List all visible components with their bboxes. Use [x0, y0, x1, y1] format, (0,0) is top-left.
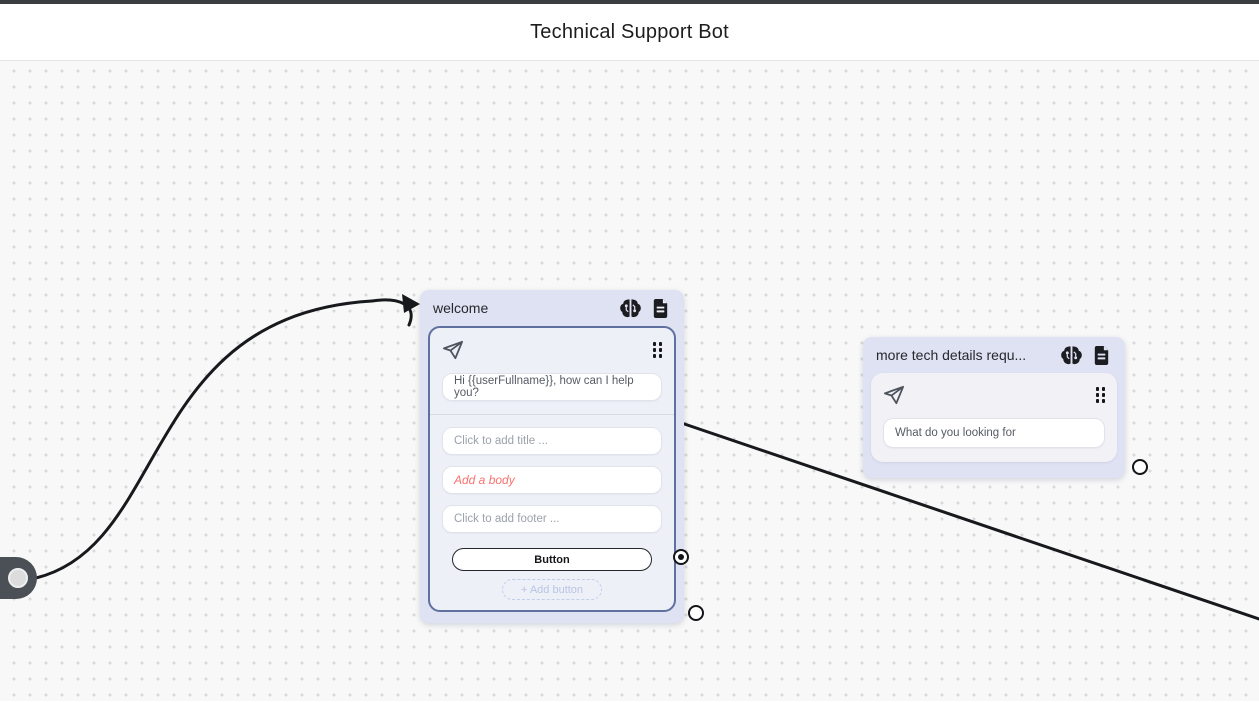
node-more-tech-header[interactable]: more tech details requ... — [863, 337, 1125, 373]
node-more-tech-details[interactable]: more tech details requ... — [863, 337, 1125, 478]
handle-connected-dot — [678, 554, 684, 560]
edges-layer — [34, 294, 1259, 621]
message-card[interactable]: Hi {{userFullname}}, how can I help you?… — [428, 326, 676, 612]
start-port-circle[interactable] — [8, 568, 28, 588]
send-icon — [884, 385, 904, 405]
node-welcome[interactable]: welcome — [420, 290, 684, 623]
body-field[interactable]: Add a body — [442, 466, 662, 494]
flow-canvas[interactable]: welcome — [0, 61, 1259, 701]
drag-handle-icon[interactable] — [652, 342, 662, 358]
edge-arrowhead — [402, 294, 420, 313]
drag-handle-icon[interactable] — [1095, 387, 1105, 403]
message-text-field[interactable]: What do you looking for — [883, 418, 1105, 448]
card-divider — [430, 414, 674, 415]
edge-start-to-welcome[interactable] — [34, 299, 374, 580]
node-title: welcome — [433, 300, 489, 316]
message-card[interactable]: What do you looking for — [871, 373, 1117, 462]
source-handle-welcome-node[interactable] — [688, 605, 704, 621]
source-handle-button-connected[interactable] — [673, 549, 689, 565]
brain-icon[interactable] — [1060, 345, 1083, 366]
message-text-field[interactable]: Hi {{userFullname}}, how can I help you? — [442, 373, 662, 401]
app-header: Technical Support Bot — [0, 4, 1259, 61]
page-title: Technical Support Bot — [530, 20, 729, 43]
reply-button[interactable]: Button — [452, 548, 652, 571]
add-button[interactable]: + Add button — [502, 579, 602, 600]
footer-field[interactable]: Click to add footer ... — [442, 505, 662, 533]
node-welcome-header[interactable]: welcome — [420, 290, 684, 326]
window-top-strip — [0, 0, 1259, 4]
document-icon[interactable] — [1091, 345, 1112, 366]
edge-welcome-to-offscreen[interactable] — [653, 412, 1259, 621]
document-icon[interactable] — [650, 298, 671, 319]
node-title: more tech details requ... — [876, 347, 1027, 363]
title-field[interactable]: Click to add title ... — [442, 427, 662, 455]
source-handle-more-tech-node[interactable] — [1132, 459, 1148, 475]
start-node[interactable] — [0, 557, 37, 599]
brain-icon[interactable] — [619, 298, 642, 319]
send-icon — [442, 340, 463, 360]
